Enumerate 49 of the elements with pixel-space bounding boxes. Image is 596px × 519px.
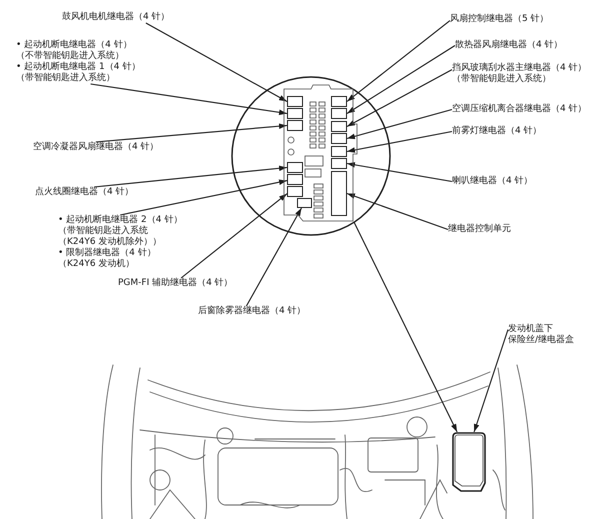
relay bbox=[331, 133, 347, 144]
relay bbox=[331, 158, 347, 169]
callout-text: 空调冷凝器风扇继电器（4 针） bbox=[33, 142, 159, 153]
leader-line bbox=[346, 162, 452, 182]
relay bbox=[331, 121, 347, 132]
leader-line bbox=[346, 130, 452, 153]
relay bbox=[331, 108, 347, 119]
fuse-box bbox=[452, 432, 486, 492]
callout-text: 空调压缩机离合器继电器（4 针） bbox=[452, 104, 587, 115]
relay bbox=[287, 186, 303, 197]
callout-text: 后窗除雾器继电器（4 针） bbox=[198, 306, 306, 317]
relay bbox=[287, 174, 303, 185]
callout-text: 喇叭继电器（4 针） bbox=[452, 176, 533, 187]
callout-text: 继电器控制单元 bbox=[448, 224, 511, 235]
leader-line bbox=[346, 45, 456, 114]
callout-text: 发动机盖下保险丝/继电器盒 bbox=[508, 324, 574, 346]
leader-line bbox=[346, 192, 448, 230]
callout-text: 散热器风扇继电器（4 针） bbox=[455, 40, 563, 51]
relay bbox=[287, 96, 303, 107]
relay bbox=[331, 96, 347, 107]
magnified-view-circle bbox=[231, 76, 391, 236]
leader-line bbox=[346, 20, 450, 102]
callout-text: 风扇控制继电器（5 针） bbox=[450, 14, 549, 25]
leader-line bbox=[96, 123, 288, 143]
callout-text: • 起动机断电继电器 2（4 针）（带智能钥匙进入系统（K24Y6 发动机除外）） bbox=[58, 215, 182, 248]
leader-line bbox=[146, 22, 288, 102]
leader-line bbox=[180, 193, 288, 278]
leader-line bbox=[246, 208, 302, 306]
leader-line bbox=[120, 179, 288, 216]
leader-line bbox=[90, 83, 288, 116]
callout-text: 挡风玻璃刮水器主继电器（4 针）（带智能钥匙进入系统） bbox=[452, 63, 587, 85]
relay bbox=[287, 120, 303, 131]
arrow bbox=[354, 222, 458, 432]
callout-text: 点火线圈继电器（4 针） bbox=[35, 187, 134, 198]
relay bbox=[287, 108, 303, 119]
leader-line bbox=[94, 166, 288, 188]
leader-line bbox=[474, 329, 509, 432]
callout-text: • 起动机断电继电器（4 针）（不带智能钥匙进入系统） bbox=[16, 40, 133, 62]
callout-text: 前雾灯继电器（4 针） bbox=[452, 126, 542, 137]
callout-text: 鼓风机电机继电器（4 针） bbox=[62, 12, 170, 23]
leader-line bbox=[346, 69, 452, 127]
leader-line bbox=[346, 108, 452, 140]
relay bbox=[331, 146, 347, 157]
relay bbox=[297, 198, 312, 208]
relay bbox=[287, 162, 303, 173]
callout-text: PGM-FI 辅助继电器（4 针） bbox=[118, 278, 233, 289]
callout-text: • 起动机断电继电器 1（4 针）（带智能钥匙进入系统） bbox=[16, 62, 140, 84]
relay-control-unit bbox=[331, 171, 347, 216]
callout-text: • 限制器继电器（4 针）（K24Y6 发动机） bbox=[58, 248, 157, 270]
